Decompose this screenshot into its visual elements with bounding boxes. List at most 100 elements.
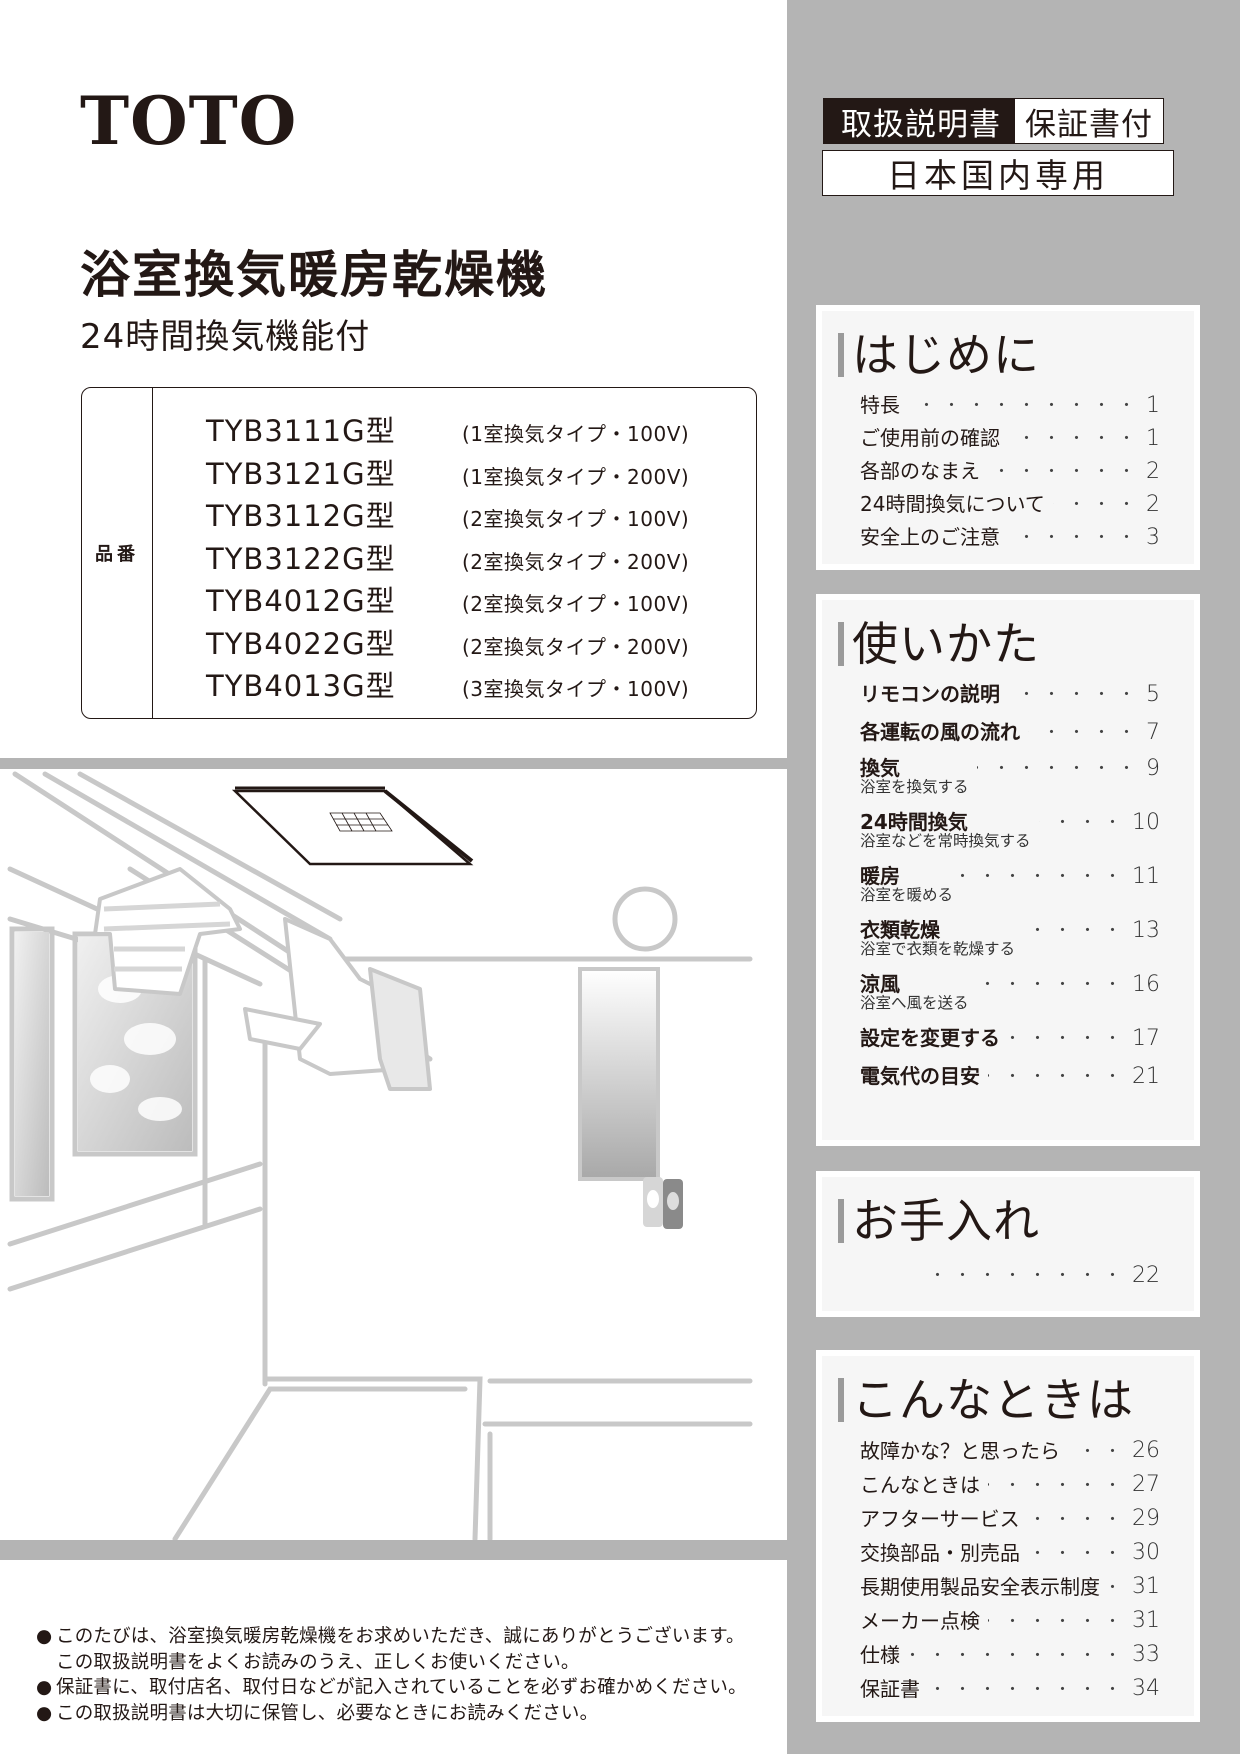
bullet-icon: ● xyxy=(36,1626,53,1647)
model-desc: (2室換気タイプ・100V) xyxy=(462,507,690,531)
dot-leader: ・・・・・・・・・・・・・・・・・・・・ xyxy=(1108,1570,1130,1604)
toc-page-number: 31 xyxy=(1132,1574,1160,1599)
domestic-use-badge: 日本国内専用 xyxy=(822,150,1174,196)
toc-page-number: 21 xyxy=(1132,1064,1160,1089)
dot-leader: ・・・・・・・・・・・・・・・・・・・・ xyxy=(988,1476,1130,1494)
toc-item[interactable]: アフターサービス・・・・・・・・・・・・・・・・・・・・29 xyxy=(822,1502,1194,1536)
illustration-bottom-border xyxy=(0,1540,787,1560)
bullet-icon: ● xyxy=(36,1677,53,1698)
dot-leader: ・・・・・・・・・・・・・・・・・・・・ xyxy=(977,975,1130,993)
brand-logo: TOTO xyxy=(80,82,298,160)
model-row: TYB3121G型(1室換気タイプ・200V) xyxy=(206,451,689,494)
heading-accent-bar xyxy=(838,622,844,666)
dot-leader: ・・・・・・・・・・・・・・・・・・・・ xyxy=(988,1612,1130,1630)
model-code: TYB4022G型 xyxy=(206,626,396,661)
dot-leader: ・・・・・・・・・・・・・・・・・・・・ xyxy=(1008,429,1144,447)
toc-section-heading: はじめに xyxy=(838,331,1194,379)
toc-item[interactable]: 交換部品・別売品・・・・・・・・・・・・・・・・・・・・30 xyxy=(822,1536,1194,1570)
toc-page-number: 29 xyxy=(1132,1506,1160,1531)
dot-leader: ・・・・・・・・・・・・・・・・・・・・ xyxy=(928,1680,1130,1698)
model-row: TYB3111G型(1室換気タイプ・100V) xyxy=(206,408,689,451)
dot-leader: ・・・・・・・・・・・・・・・・・・・・ xyxy=(1008,685,1144,703)
toc-page-number: 3 xyxy=(1146,525,1160,550)
toc-item-label: リモコンの説明 xyxy=(860,682,1000,706)
toc-item-label: 故障かな？と思ったら xyxy=(860,1439,1060,1463)
toc-item[interactable]: 仕様・・・・・・・・・・・・・・・・・・・・33 xyxy=(822,1638,1194,1672)
model-desc: (1室換気タイプ・200V) xyxy=(462,464,690,489)
dot-leader: ・・・・・・・・・・・・・・・・・・・・ xyxy=(1008,528,1144,546)
toc-section-title: お手入れ xyxy=(852,1194,1040,1248)
toc-item-label: 衣類乾燥 xyxy=(860,918,940,942)
toc-page-number: 16 xyxy=(1132,972,1160,997)
toc-page-number: 30 xyxy=(1132,1540,1160,1565)
toc-item-label: 電気代の目安 xyxy=(860,1064,980,1088)
model-row: TYB4012G型(2室換気タイプ・100V) xyxy=(206,578,689,621)
notice-item: ●この取扱説明書は大切に保管し、必要なときにお読みください。 xyxy=(36,1701,747,1727)
notice-item: ●このたびは、浴室換気暖房乾燥機をお求めいただき、誠にありがとうございます。 xyxy=(36,1624,747,1650)
dot-leader: ・・・・・・・・・・・・・・・・・・・・ xyxy=(1053,495,1144,513)
toc-page-number: 2 xyxy=(1146,459,1160,484)
toc-item[interactable]: メーカー点検・・・・・・・・・・・・・・・・・・・・31 xyxy=(822,1604,1194,1638)
product-subtitle: 24時間換気機能付 xyxy=(80,317,371,357)
notice-text-continued: この取扱説明書をよくお読みのうえ、正しくお使いください。 xyxy=(56,1651,580,1673)
toc-item[interactable]: 安全上のご注意・・・・・・・・・・・・・・・・・・・・3 xyxy=(822,521,1194,554)
toc-item[interactable]: リモコンの説明・・・・・・・・・・・・・・・・・・・・5 xyxy=(822,678,1194,711)
notice-list: ●このたびは、浴室換気暖房乾燥機をお求めいただき、誠にありがとうございます。 こ… xyxy=(36,1624,747,1726)
toc-item[interactable]: ご使用前の確認・・・・・・・・・・・・・・・・・・・・1 xyxy=(822,422,1194,455)
heading-accent-bar xyxy=(838,333,844,377)
dot-leader: ・・・・・・・・・・・・・・・・・・・・ xyxy=(1068,1442,1130,1460)
product-title: 浴室換気暖房乾燥機 xyxy=(80,246,548,304)
model-desc: (3室換気タイプ・100V) xyxy=(462,677,690,701)
toc-item[interactable]: 各部のなまえ・・・・・・・・・・・・・・・・・・・・2 xyxy=(822,455,1194,488)
dot-leader: ・・・・・・・・・・・・・・・・・・・・ xyxy=(1023,921,1130,939)
dot-leader: ・・・・・・・・・・・・・・・・・・・・ xyxy=(1028,1544,1130,1562)
toc-page-number: 27 xyxy=(1132,1472,1160,1497)
toc-item-label: メーカー点検 xyxy=(860,1609,980,1633)
toc-item[interactable]: ・・・・・・・・・・・・・・・・・・・・22 xyxy=(822,1259,1194,1292)
toc-item[interactable]: 長期使用製品安全表示制度・・・・・・・・・・・・・・・・・・・・31 xyxy=(822,1570,1194,1604)
toc-section-title: 使いかた xyxy=(852,617,1040,671)
model-label: 品番 xyxy=(95,544,139,565)
toc-page-number: 9 xyxy=(1146,756,1160,781)
toc-page-number: 34 xyxy=(1132,1676,1160,1701)
toc-section-usage: 使いかた リモコンの説明・・・・・・・・・・・・・・・・・・・・5 各運転の風の… xyxy=(816,594,1200,1146)
model-row: TYB3122G型(2室換気タイプ・200V) xyxy=(206,536,689,579)
toc-item[interactable]: 24時間換気について・・・・・・・・・・・・・・・・・・・・2 xyxy=(822,488,1194,521)
toc-item[interactable]: こんなときは・・・・・・・・・・・・・・・・・・・・27 xyxy=(822,1468,1194,1502)
toc-item-sublabel: 浴室を換気する xyxy=(860,778,969,796)
dot-leader: ・・・・・・・・・・・・・・・・・・・・ xyxy=(908,1646,1130,1664)
dot-leader: ・・・・・・・・・・・・・・・・・・・・ xyxy=(1028,1510,1130,1528)
dot-leader: ・・・・・・・・・・・・・・・・・・・・ xyxy=(988,462,1144,480)
toc-item-label: 24時間換気について xyxy=(860,492,1045,516)
illustration-top-border xyxy=(0,758,787,769)
toc-item[interactable]: 保証書・・・・・・・・・・・・・・・・・・・・34 xyxy=(822,1672,1194,1706)
toc-item[interactable]: 故障かな？と思ったら・・・・・・・・・・・・・・・・・・・・26 xyxy=(822,1434,1194,1468)
model-rows: TYB3111G型(1室換気タイプ・100V) TYB3121G型(1室換気タイ… xyxy=(206,408,689,706)
toc-section-heading: 使いかた xyxy=(838,620,1194,668)
model-code: TYB3112G型 xyxy=(206,499,396,533)
toc-list: 故障かな？と思ったら・・・・・・・・・・・・・・・・・・・・26 こんなときは・… xyxy=(822,1434,1194,1706)
heading-accent-bar xyxy=(838,1199,844,1243)
toc-page-number: 17 xyxy=(1132,1026,1160,1051)
notice-text: この取扱説明書は大切に保管し、必要なときにお読みください。 xyxy=(56,1702,599,1724)
toc-item-label: 各運転の風の流れ xyxy=(860,720,1020,744)
toc-section-heading: こんなときは xyxy=(838,1376,1194,1424)
toc-item-label: 安全上のご注意 xyxy=(860,525,1000,549)
toc-item-label: こんなときは xyxy=(860,1473,980,1497)
toc-item-label: 涼風 xyxy=(860,972,900,996)
toc-item[interactable]: 各運転の風の流れ・・・・・・・・・・・・・・・・・・・・7 xyxy=(822,716,1194,749)
toc-item[interactable]: 電気代の目安・・・・・・・・・・・・・・・・・・・・21 xyxy=(822,1060,1194,1093)
notice-text: 保証書に、取付店名、取付日などが記入されていることを必ずお確かめください。 xyxy=(56,1677,747,1698)
toc-item[interactable]: 特長・・・・・・・・・・・・・・・・・・・・1 xyxy=(822,389,1194,422)
model-code: TYB4012G型 xyxy=(206,584,396,618)
toc-item[interactable]: 設定を変更する・・・・・・・・・・・・・・・・・・・・17 xyxy=(822,1022,1194,1055)
toc-page-number: 1 xyxy=(1146,393,1160,418)
dot-leader: ・・・・・・・・・・・・・・・・・・・・ xyxy=(1028,723,1144,741)
model-desc: (2室換気タイプ・200V) xyxy=(462,549,690,574)
bullet-icon: ● xyxy=(36,1702,53,1724)
